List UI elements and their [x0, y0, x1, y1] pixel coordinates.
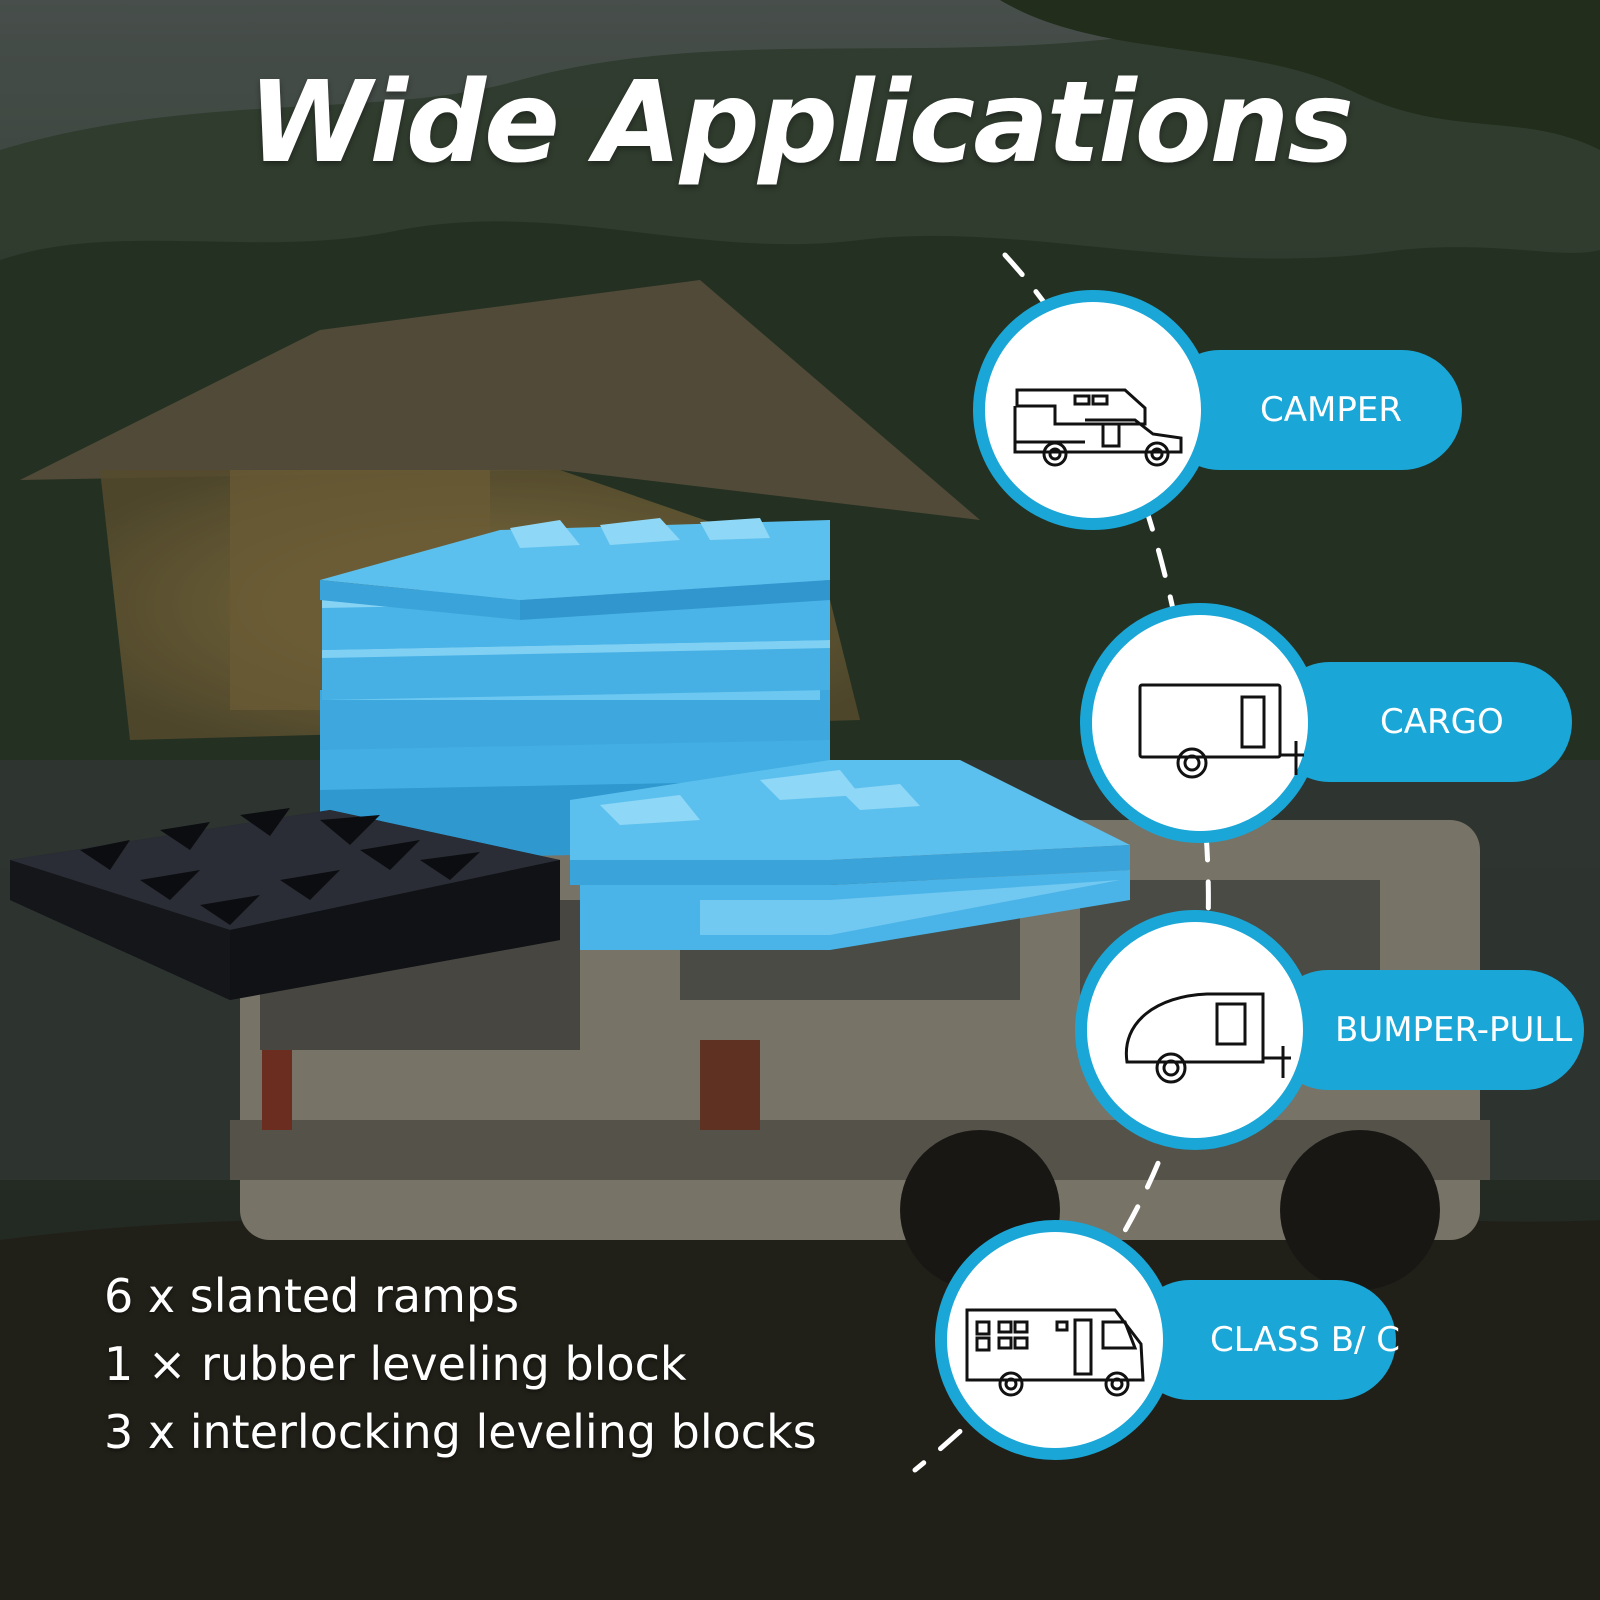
page-title: Wide Applications	[247, 58, 1354, 188]
camper-badge	[973, 290, 1213, 530]
bumper-pull-badge	[1075, 910, 1315, 1150]
camper-truck-icon	[1013, 388, 1183, 467]
class-bc-label: CLASS B/ C	[1210, 1320, 1401, 1360]
motorhome-icon	[965, 1308, 1145, 1397]
contents-item-rubber-block: 1 × rubber leveling block	[104, 1337, 687, 1391]
cargo-pill	[1270, 662, 1572, 782]
cargo-badge	[1080, 603, 1320, 843]
rubber-leveling-block	[10, 808, 560, 1000]
class-bc-badge	[935, 1220, 1175, 1460]
teardrop-trailer-icon	[1124, 992, 1291, 1084]
contents-item-ramps: 6 x slanted ramps	[104, 1269, 520, 1323]
package-contents: 6 x slanted ramps 1 × rubber leveling bl…	[104, 1262, 817, 1466]
bumper-pull-label: BUMPER-PULL	[1335, 1010, 1573, 1050]
blue-ramp-front	[570, 760, 1130, 950]
contents-item-interlocking-blocks: 3 x interlocking leveling blocks	[104, 1405, 817, 1459]
bumper-pull-pill	[1268, 970, 1584, 1090]
cargo-trailer-icon	[1138, 683, 1304, 779]
camper-label: CAMPER	[1260, 390, 1402, 430]
cargo-label: CARGO	[1380, 702, 1504, 742]
